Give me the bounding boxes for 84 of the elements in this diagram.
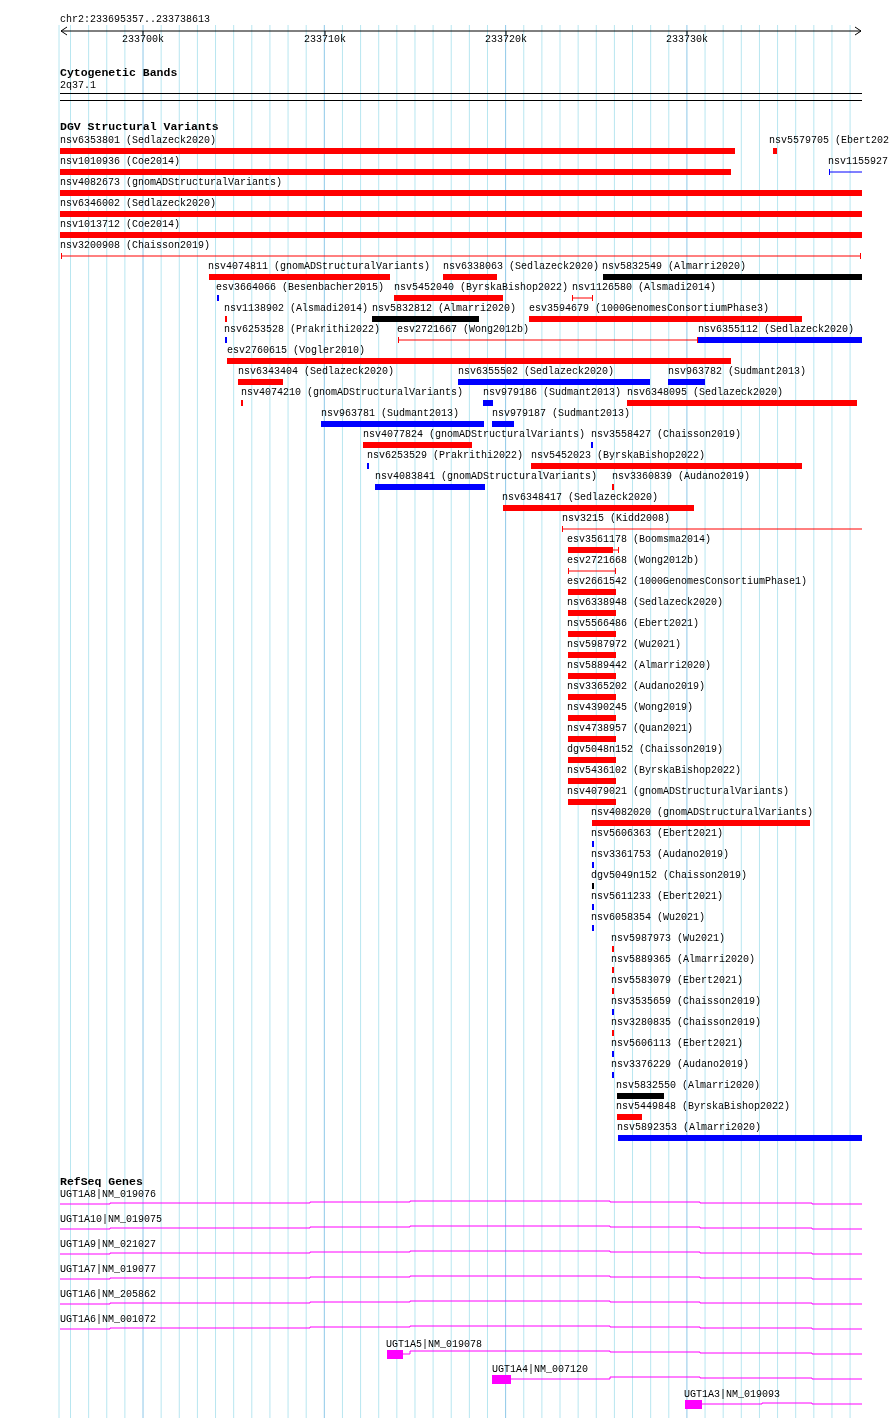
variant-label: nsv5832812 (Almarri2020) (372, 303, 517, 315)
variant-label: nsv5452040 (ByrskaBishop2022) (394, 282, 569, 294)
variant-label: esv3664066 (Besenbacher2015) (216, 282, 385, 294)
variant-label: nsv6343404 (Sedlazeck2020) (238, 366, 395, 378)
gene-label: UGT1A5|NM_019078 (386, 1339, 482, 1351)
variant-label: esv2760615 (Vogler2010) (227, 345, 366, 357)
track-heading: DGV Structural Variants (60, 121, 219, 133)
variant-label: nsv6355502 (Sedlazeck2020) (458, 366, 615, 378)
variant-label: nsv4079021 (gnomADStructuralVariants) (567, 786, 790, 798)
variant-label: nsv5892353 (Almarri2020) (617, 1122, 762, 1134)
variant-label: nsv4390245 (Wong2019) (567, 702, 694, 714)
variant-label: nsv5566486 (Ebert2021) (567, 618, 700, 630)
variant-label: nsv6348095 (Sedlazeck2020) (627, 387, 784, 399)
variant-label: nsv3365202 (Audano2019) (567, 681, 706, 693)
variant-label: nsv5606363 (Ebert2021) (591, 828, 724, 840)
variant-label: nsv5832550 (Almarri2020) (616, 1080, 761, 1092)
variant-label: nsv3376229 (Audano2019) (611, 1059, 750, 1071)
axis-tick-label: 233730k (666, 34, 708, 46)
variant-label: nsv6338948 (Sedlazeck2020) (567, 597, 724, 609)
variant-label: nsv6355112 (Sedlazeck2020) (698, 324, 855, 336)
variant-label: nsv4082673 (gnomADStructuralVariants) (60, 177, 283, 189)
gene-label: UGT1A8|NM_019076 (60, 1189, 156, 1201)
variant-label: nsv3535659 (Chaisson2019) (611, 996, 762, 1008)
axis-tick-label: 233710k (304, 34, 346, 46)
gene-label: UGT1A9|NM_021027 (60, 1239, 156, 1251)
gene-label: UGT1A7|NM_019077 (60, 1264, 156, 1276)
variant-label: nsv1010936 (Coe2014) (60, 156, 181, 168)
gene-label: UGT1A10|NM_019075 (60, 1214, 163, 1226)
variant-label: nsv4082020 (gnomADStructuralVariants) (591, 807, 814, 819)
axis-tick-label: 233700k (122, 34, 164, 46)
variant-label: nsv5449848 (ByrskaBishop2022) (616, 1101, 791, 1113)
variant-label: dgv5048n152 (Chaisson2019) (567, 744, 724, 756)
variant-label: nsv4083841 (gnomADStructuralVariants) (375, 471, 598, 483)
variant-label: nsv1013712 (Coe2014) (60, 219, 181, 231)
variant-label: nsv3200908 (Chaisson2019) (60, 240, 211, 252)
variant-label: nsv5606113 (Ebert2021) (611, 1038, 744, 1050)
variant-label: esv2721667 (Wong2012b) (397, 324, 530, 336)
variant-label: nsv1155927 (828, 156, 888, 168)
variant-label: nsv5579705 (Ebert202 (769, 135, 890, 147)
variant-label: nsv1138902 (Alsmadi2014) (224, 303, 369, 315)
variant-label: nsv3360839 (Audano2019) (612, 471, 751, 483)
variant-label: nsv5987972 (Wu2021) (567, 639, 682, 651)
variant-label: nsv6348417 (Sedlazeck2020) (502, 492, 659, 504)
variant-label: nsv3280835 (Chaisson2019) (611, 1017, 762, 1029)
variant-label: nsv4077824 (gnomADStructuralVariants) (363, 429, 586, 441)
variant-label: esv3561178 (Boomsma2014) (567, 534, 712, 546)
axis-tick-label: 233720k (485, 34, 527, 46)
variant-label: nsv963781 (Sudmant2013) (321, 408, 460, 420)
variant-label: nsv5436102 (ByrskaBishop2022) (567, 765, 742, 777)
variant-label: nsv5987973 (Wu2021) (611, 933, 726, 945)
variant-label: esv2721668 (Wong2012b) (567, 555, 700, 567)
variant-label: nsv5583079 (Ebert2021) (611, 975, 744, 987)
variant-label: esv3594679 (1000GenomesConsortiumPhase3) (529, 303, 770, 315)
variant-label: nsv3215 (Kidd2008) (562, 513, 671, 525)
track-heading: RefSeq Genes (60, 1176, 143, 1188)
variant-label: nsv5889365 (Almarri2020) (611, 954, 756, 966)
variant-label: nsv3558427 (Chaisson2019) (591, 429, 742, 441)
variant-label: nsv4074811 (gnomADStructuralVariants) (208, 261, 431, 273)
variant-label: nsv979186 (Sudmant2013) (483, 387, 622, 399)
variant-label: nsv6338063 (Sedlazeck2020) (443, 261, 600, 273)
variant-label: dgv5049n152 (Chaisson2019) (591, 870, 748, 882)
variant-label: nsv5611233 (Ebert2021) (591, 891, 724, 903)
variant-label: nsv6253529 (Prakrithi2022) (367, 450, 524, 462)
variant-label: nsv3361753 (Audano2019) (591, 849, 730, 861)
variant-label: nsv979187 (Sudmant2013) (492, 408, 631, 420)
variant-label: nsv963782 (Sudmant2013) (668, 366, 807, 378)
variant-label: nsv4074210 (gnomADStructuralVariants) (241, 387, 464, 399)
variant-label: nsv4738957 (Quan2021) (567, 723, 694, 735)
gene-label: UGT1A6|NM_205862 (60, 1289, 156, 1301)
variant-label: nsv5832549 (Almarri2020) (602, 261, 747, 273)
position-label: chr2:233695357..233738613 (60, 14, 211, 26)
gene-label: UGT1A6|NM_001072 (60, 1314, 156, 1326)
position-label: 2q37.1 (60, 80, 96, 92)
variant-label: nsv6346002 (Sedlazeck2020) (60, 198, 217, 210)
variant-label: nsv5889442 (Almarri2020) (567, 660, 712, 672)
gene-label: UGT1A4|NM_007120 (492, 1364, 588, 1376)
variant-label: nsv6353801 (Sedlazeck2020) (60, 135, 217, 147)
track-heading: Cytogenetic Bands (60, 67, 178, 79)
variant-label: esv2661542 (1000GenomesConsortiumPhase1) (567, 576, 808, 588)
variant-label: nsv5452023 (ByrskaBishop2022) (531, 450, 706, 462)
variant-label: nsv1126580 (Alsmadi2014) (572, 282, 717, 294)
gene-label: UGT1A3|NM_019093 (684, 1389, 780, 1401)
variant-label: nsv6058354 (Wu2021) (591, 912, 706, 924)
variant-label: nsv6253528 (Prakrithi2022) (224, 324, 381, 336)
